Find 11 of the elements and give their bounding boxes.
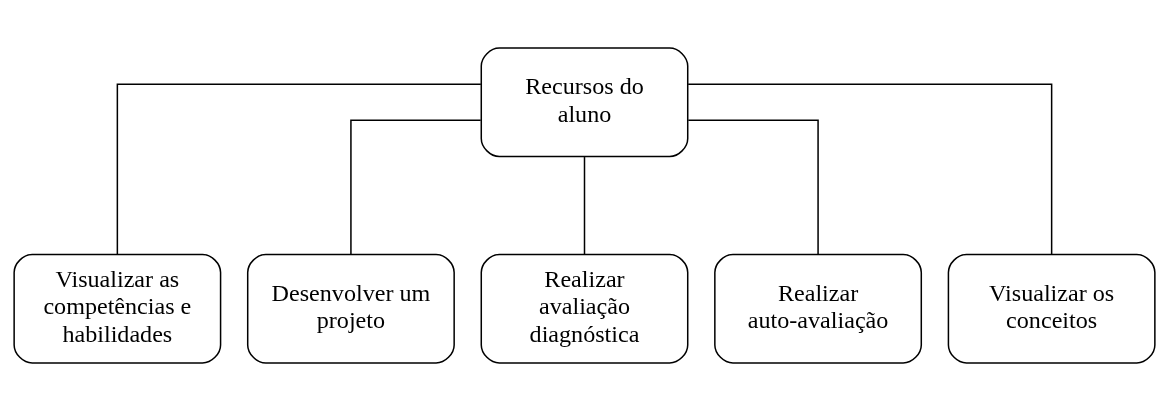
- node-box: Desenvolver um projeto: [246, 253, 455, 364]
- connector: [687, 82, 1053, 255]
- connector: [116, 82, 482, 255]
- connector: [583, 155, 586, 255]
- node-box: Visualizar os conceitos: [947, 253, 1156, 364]
- connector: [350, 119, 482, 255]
- node-box: Realizar avaliação diagnóstica: [480, 253, 689, 364]
- connector: [687, 119, 819, 255]
- node-box: Visualizar as competências e habilidades: [13, 253, 222, 364]
- node-box: Recursos do aluno: [480, 46, 689, 157]
- node-box: Realizar auto-avaliação: [714, 253, 923, 364]
